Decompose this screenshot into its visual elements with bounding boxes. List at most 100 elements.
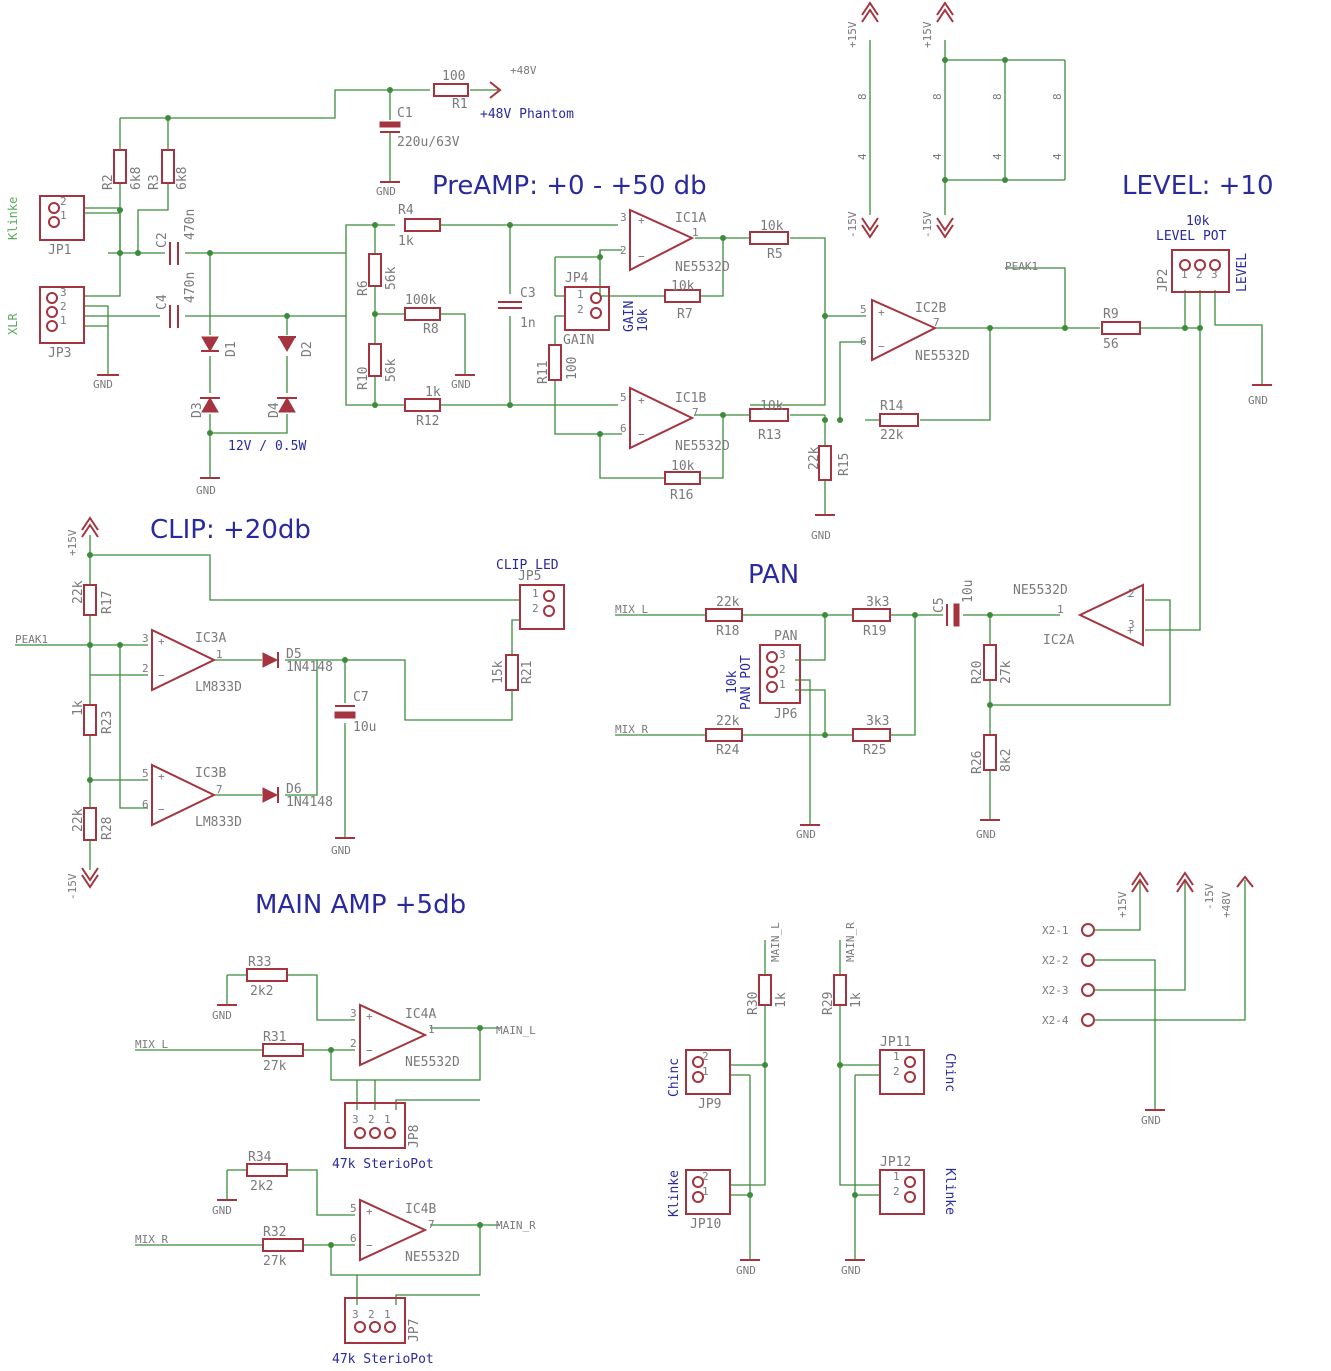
svg-text:2: 2 bbox=[60, 195, 67, 208]
clip-led-label: CLIP LED bbox=[496, 558, 559, 573]
svg-text:1: 1 bbox=[1057, 603, 1064, 616]
gnd-label: GND bbox=[1248, 394, 1268, 407]
resistor-r29 bbox=[833, 974, 847, 1006]
resistor-r7 bbox=[664, 289, 701, 303]
parts-ic3b-ref-label: IC3B bbox=[195, 766, 226, 781]
svg-text:1: 1 bbox=[893, 1050, 900, 1063]
net-mix-r: MIX_R bbox=[615, 723, 648, 736]
svg-text:2: 2 bbox=[1128, 587, 1135, 600]
svg-text:3: 3 bbox=[60, 286, 67, 299]
gnd-label: GND bbox=[212, 1009, 232, 1022]
parts-ic3a-val-label: LM833D bbox=[195, 680, 242, 695]
svg-text:+: + bbox=[1127, 624, 1134, 637]
title-preamp: PreAMP: +0 - +50 db bbox=[432, 171, 707, 201]
svg-text:8: 8 bbox=[1051, 93, 1064, 100]
supply-p48: +48V bbox=[1220, 891, 1233, 918]
svg-text:5: 5 bbox=[860, 303, 867, 316]
gain-pot-label: GAIN bbox=[622, 301, 637, 332]
parts-d6-ref-label: D6 bbox=[286, 782, 302, 797]
parts-r13-ref-label: R13 bbox=[758, 428, 781, 443]
resistor-r20 bbox=[983, 644, 997, 681]
parts-d5-val-label: 1N4148 bbox=[286, 660, 333, 675]
gnd-label: GND bbox=[93, 378, 113, 391]
gnd-label: GND bbox=[331, 844, 351, 857]
svg-text:8: 8 bbox=[991, 93, 1004, 100]
parts-r5-val-label: 10k bbox=[760, 219, 784, 234]
resistor-r19 bbox=[852, 608, 891, 622]
svg-text:−: − bbox=[158, 803, 165, 816]
parts-d1-ref-label: D1 bbox=[224, 341, 239, 357]
svg-text:2: 2 bbox=[893, 1185, 900, 1198]
parts-r28-ref-label: R28 bbox=[100, 817, 115, 840]
parts-r30-val-label: 1k bbox=[774, 992, 789, 1008]
parts-ic4a-val-label: NE5532D bbox=[405, 1055, 460, 1070]
parts-r17-val-label: 22k bbox=[71, 580, 86, 604]
parts-c2-ref-label: C2 bbox=[155, 232, 170, 248]
stereo-pot-label-2: 47k SterioPot bbox=[332, 1352, 434, 1367]
supply-arrows bbox=[81, 1, 1254, 893]
parts-r4-val-label: 1k bbox=[398, 234, 414, 249]
net-labels: PEAK1 PEAK1 MIX_L MIX_R MIX_L MIX_R MAIN… bbox=[15, 260, 1069, 1246]
parts-r21-ref-label: R21 bbox=[520, 661, 535, 684]
net-mix-l: MIX_L bbox=[135, 1038, 168, 1051]
parts-ic2a-val-label: NE5532D bbox=[1013, 583, 1068, 598]
svg-text:3: 3 bbox=[1211, 268, 1218, 281]
parts-jp1-ref-label: JP1 bbox=[48, 243, 71, 258]
svg-text:7: 7 bbox=[933, 316, 940, 329]
parts-c4-ref-label: C4 bbox=[155, 294, 170, 310]
parts-jp8-ref-label: JP8 bbox=[407, 1125, 422, 1148]
pan-pot-value: 10k bbox=[725, 670, 740, 694]
connector-jp5 bbox=[519, 584, 565, 630]
supply-m15: -15V bbox=[66, 873, 79, 900]
connector-jp4 bbox=[564, 286, 610, 331]
net-main-r: MAIN_R bbox=[496, 1219, 536, 1232]
svg-text:−: − bbox=[366, 1044, 373, 1057]
svg-text:1: 1 bbox=[384, 1113, 391, 1126]
parts-r25-ref-label: R25 bbox=[863, 743, 886, 758]
parts-r26-ref-label: R26 bbox=[970, 751, 985, 774]
parts-r6-val-label: 56k bbox=[384, 266, 399, 290]
resistor-r23 bbox=[83, 704, 97, 736]
parts-c3-val-label: 1n bbox=[520, 316, 536, 331]
parts-r17-ref-label: R17 bbox=[100, 591, 115, 614]
connector-jp9 bbox=[685, 1049, 731, 1095]
gnd-label: GND bbox=[976, 828, 996, 841]
parts-r31-val-label: 27k bbox=[263, 1059, 287, 1074]
supply-p15: +15V bbox=[1116, 891, 1129, 918]
resistor-r21 bbox=[505, 654, 519, 691]
svg-text:5: 5 bbox=[620, 391, 627, 404]
svg-text:+: + bbox=[366, 1205, 373, 1218]
parts-r23-val-label: 1k bbox=[71, 700, 86, 716]
parts-r9-ref-label: R9 bbox=[1103, 307, 1119, 322]
parts-r14-ref-label: R14 bbox=[880, 399, 904, 414]
parts-c4-val-label: 470n bbox=[183, 272, 198, 303]
svg-text:8: 8 bbox=[856, 93, 869, 100]
section-titles: PreAMP: +0 - +50 db LEVEL: +10 CLIP: +20… bbox=[150, 171, 1274, 920]
parts-r15-ref-label: R15 bbox=[837, 453, 852, 476]
svg-text:2: 2 bbox=[368, 1113, 375, 1126]
connector-jp11 bbox=[879, 1049, 925, 1095]
connector-jp12 bbox=[879, 1169, 925, 1215]
svg-text:2: 2 bbox=[893, 1065, 900, 1078]
xlr-input-label: XLR bbox=[6, 313, 20, 335]
net-main-l: MAIN_L bbox=[496, 1024, 536, 1037]
diode-d6 bbox=[262, 787, 279, 803]
svg-text:2: 2 bbox=[142, 662, 149, 675]
klinke-label-2: Klinke bbox=[942, 1168, 957, 1215]
opamp-ic1a bbox=[629, 208, 695, 272]
svg-text:1: 1 bbox=[384, 1308, 391, 1321]
parts-r1-ref-label: R1 bbox=[452, 97, 468, 112]
zener-label: 12V / 0.5W bbox=[228, 439, 306, 454]
ground-symbols bbox=[97, 181, 1272, 1261]
capacitor-c1 bbox=[379, 121, 401, 128]
parts-ic1a-ref-label: IC1A bbox=[675, 211, 706, 226]
parts-r29-val-label: 1k bbox=[849, 992, 864, 1008]
parts-ic4b-ref-label: IC4B bbox=[405, 1202, 436, 1217]
net-main-l: MAIN_L bbox=[769, 922, 782, 962]
parts-c5-val-label: 10u bbox=[961, 580, 976, 603]
parts-d2-ref-label: D2 bbox=[300, 341, 315, 357]
svg-text:6: 6 bbox=[350, 1232, 357, 1245]
parts-r32-val-label: 27k bbox=[263, 1254, 287, 1269]
